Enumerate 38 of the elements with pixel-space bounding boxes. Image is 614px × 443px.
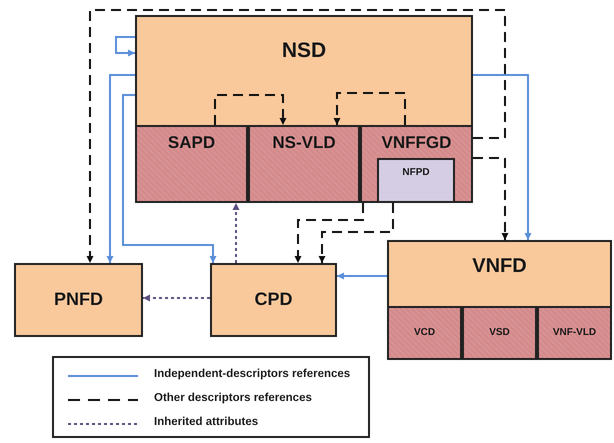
- legend-text: Independent-descriptors references: [154, 368, 350, 380]
- arrow: [106, 74, 135, 263]
- descriptor-label: NSD: [280, 39, 328, 63]
- descriptor-label: VNFFGD: [380, 133, 452, 153]
- arrow: [337, 272, 387, 280]
- descriptor-label: NFPD: [401, 167, 431, 178]
- descriptor-box: [14, 263, 143, 337]
- arrow: [122, 94, 216, 263]
- descriptor-label: VCD: [412, 327, 436, 338]
- descriptor-label: NS-VLD: [271, 133, 337, 153]
- descriptor-section: [462, 306, 537, 360]
- arrow: [115, 36, 135, 56]
- arrow: [232, 203, 240, 263]
- arrow: [318, 203, 394, 263]
- descriptor-section: [135, 125, 248, 203]
- arrow: [143, 294, 210, 302]
- descriptor-section: [360, 125, 473, 203]
- arrow: [334, 92, 406, 125]
- arrow: [86, 9, 506, 263]
- descriptor-label: VNFD: [471, 255, 528, 278]
- descriptor-section: [377, 158, 455, 203]
- descriptor-box: [210, 263, 337, 337]
- arrow: [473, 157, 508, 240]
- descriptor-label: VNF-VLD: [552, 327, 598, 338]
- descriptor-box: [135, 15, 473, 203]
- descriptor-label: VSD: [488, 327, 511, 338]
- arrow: [294, 203, 364, 263]
- legend-text: Other descriptors references: [154, 392, 312, 404]
- descriptor-label: PNFD: [53, 289, 104, 310]
- descriptor-label: SAPD: [166, 133, 216, 153]
- legend-text: Inherited attributes: [154, 416, 258, 428]
- arrow: [214, 94, 286, 125]
- descriptor-section: [387, 306, 462, 360]
- arrow: [473, 74, 532, 240]
- descriptor-section: [248, 125, 360, 203]
- descriptor-label: CPD: [253, 289, 294, 310]
- descriptor-section: [537, 306, 612, 360]
- descriptor-box: [387, 240, 612, 360]
